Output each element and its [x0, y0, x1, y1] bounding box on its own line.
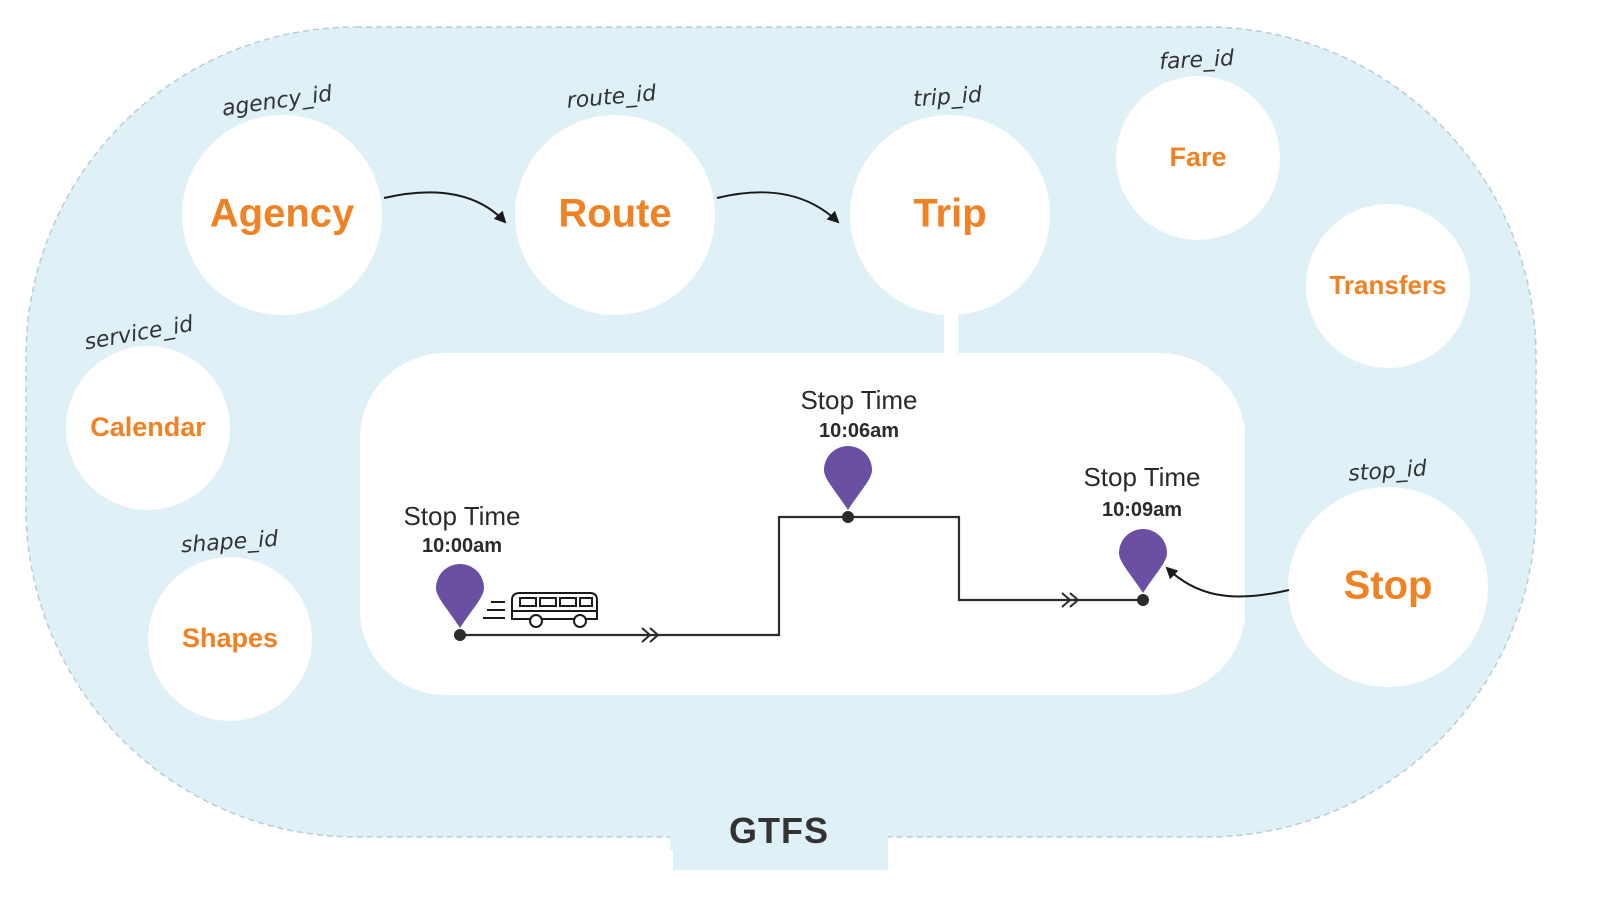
stop-to-stoptime-arrow — [1165, 566, 1290, 598]
stop-node — [842, 511, 854, 523]
stop-time-3-label: Stop Time — [1083, 462, 1200, 492]
entity-agency: Agency agency_id — [182, 81, 382, 315]
map-pin-icon — [824, 446, 872, 510]
calendar-label: Calendar — [90, 412, 206, 442]
entity-trip: Trip trip_id — [850, 83, 1050, 315]
stop-key-label: stop_id — [1347, 456, 1428, 486]
stop-time-1: Stop Time 10:00am — [403, 501, 521, 641]
trip-path-line — [460, 515, 1143, 637]
entity-transfers: Transfers — [1306, 204, 1470, 368]
stop-label: Stop — [1344, 564, 1433, 608]
entity-shapes: Shapes shape_id — [148, 527, 312, 721]
map-pin-icon — [436, 564, 484, 628]
fare-key-label: fare_id — [1159, 46, 1236, 75]
stop-node — [454, 629, 466, 641]
stop-time-1-time: 10:00am — [422, 535, 502, 557]
route-label: Route — [558, 192, 671, 236]
shapes-label: Shapes — [182, 623, 278, 653]
stop-time-2-label: Stop Time — [800, 385, 917, 415]
route-to-trip-arrow — [716, 191, 840, 224]
map-pin-icon — [1119, 529, 1167, 593]
agency-to-route-arrow — [383, 191, 507, 224]
direction-chevron-icon — [1061, 592, 1080, 608]
entity-stop: Stop stop_id — [1288, 456, 1488, 687]
bus-icon — [483, 592, 598, 628]
gtfs-title: GTFS — [729, 810, 829, 851]
stop-time-3: Stop Time 10:09am — [1083, 462, 1201, 606]
direction-chevron-icon — [641, 627, 660, 643]
trip-key-label: trip_id — [912, 83, 983, 113]
agency-label: Agency — [210, 192, 355, 236]
stop-time-2-time: 10:06am — [819, 420, 899, 442]
stop-time-3-time: 10:09am — [1102, 499, 1182, 521]
stop-time-2: Stop Time 10:06am — [800, 385, 918, 523]
stop-node — [1137, 594, 1149, 606]
trip-label: Trip — [913, 192, 986, 236]
transfers-label: Transfers — [1329, 270, 1446, 300]
entity-fare: Fare fare_id — [1116, 46, 1280, 240]
fare-label: Fare — [1169, 142, 1226, 172]
stop-time-1-label: Stop Time — [403, 501, 520, 531]
